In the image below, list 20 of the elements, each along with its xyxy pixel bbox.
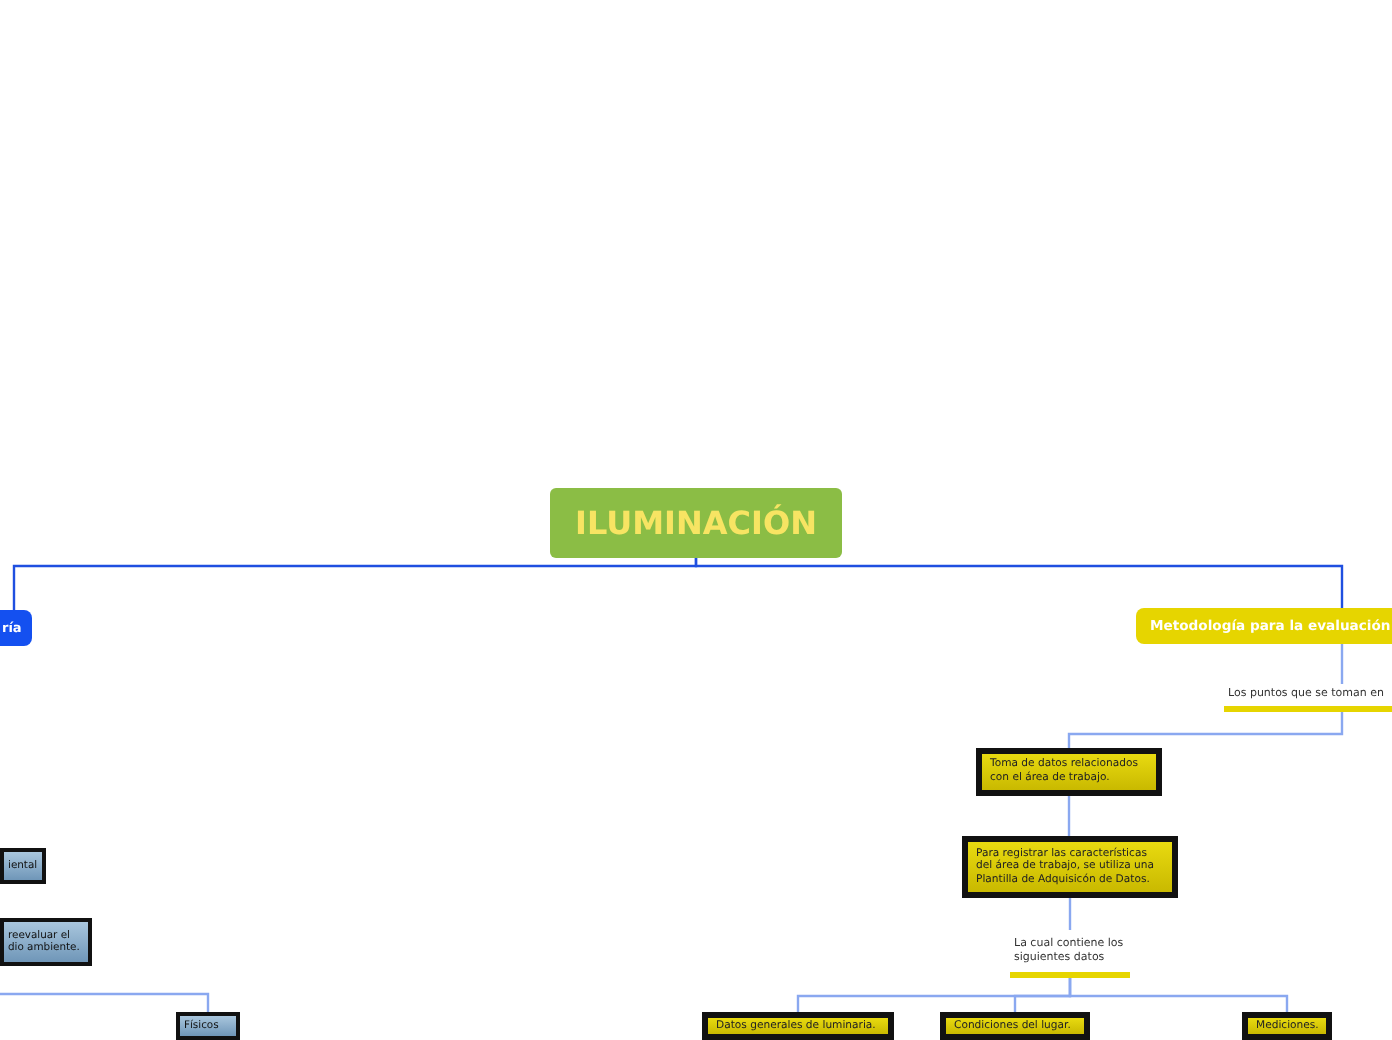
topic-box bbox=[976, 748, 1162, 796]
topic-box bbox=[962, 836, 1178, 898]
topic-pill bbox=[1136, 608, 1392, 644]
topic-box bbox=[176, 1012, 240, 1040]
connector-line bbox=[1068, 898, 1072, 930]
topic-pill bbox=[0, 610, 32, 646]
topic-box bbox=[940, 1012, 1090, 1040]
topic-label bbox=[1224, 684, 1392, 712]
title-box bbox=[550, 488, 842, 558]
connector-line bbox=[0, 992, 210, 1012]
topic-box bbox=[0, 848, 46, 884]
topic-box bbox=[1242, 1012, 1332, 1040]
connector-line bbox=[1067, 796, 1071, 836]
topic-box bbox=[0, 918, 92, 966]
node-text: ILUMINACIÓN bbox=[575, 503, 817, 543]
connector-line bbox=[1067, 712, 1344, 748]
topic-box bbox=[702, 1012, 894, 1040]
connector-line bbox=[1340, 644, 1344, 684]
connector-line bbox=[694, 558, 1344, 608]
connector-line bbox=[1068, 978, 1289, 1012]
